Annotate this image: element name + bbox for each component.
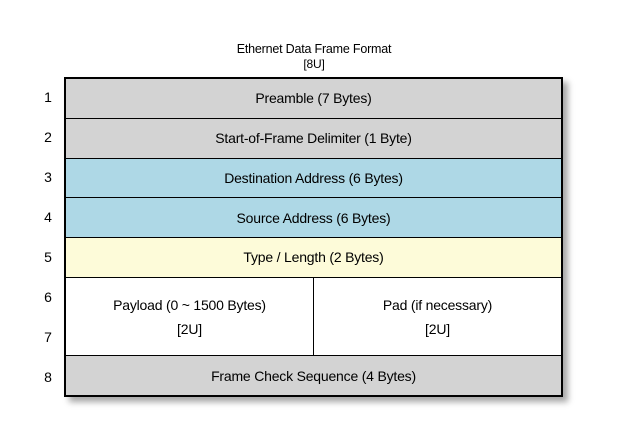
title-line-2: [8U] <box>303 57 325 71</box>
payload-label: Payload (0 ~ 1500 Bytes) <box>113 296 266 313</box>
row-number-3: 3 <box>44 169 52 185</box>
row-label-fcs: Frame Check Sequence (4 Bytes) <box>211 367 416 384</box>
row-number-5: 5 <box>44 249 52 265</box>
table-row-preamble: Preamble (7 Bytes) <box>66 79 561 119</box>
pad-cell: Pad (if necessary) [2U] <box>314 278 561 356</box>
payload-cell: Payload (0 ~ 1500 Bytes) [2U] <box>66 277 314 356</box>
row-number-6: 6 <box>44 289 52 305</box>
row-number-2: 2 <box>44 129 52 145</box>
row-number-1: 1 <box>44 89 52 105</box>
frame-table: Preamble (7 Bytes) Start-of-Frame Delimi… <box>64 77 563 397</box>
table-row-payload-pad: Payload (0 ~ 1500 Bytes) [2U] Pad (if ne… <box>66 277 561 357</box>
pad-units: [2U] <box>425 320 450 337</box>
row-label-destination-address: Destination Address (6 Bytes) <box>224 169 403 186</box>
row-number-8: 8 <box>44 369 52 385</box>
table-row-type-length: Type / Length (2 Bytes) <box>66 238 561 278</box>
table-row-sfd: Start-of-Frame Delimiter (1 Byte) <box>66 118 561 159</box>
row-label-sfd: Start-of-Frame Delimiter (1 Byte) <box>215 130 412 147</box>
row-label-source-address: Source Address (6 Bytes) <box>236 209 391 226</box>
row-number-7: 7 <box>44 329 52 345</box>
pad-label: Pad (if necessary) <box>382 296 493 313</box>
row-label-preamble: Preamble (7 Bytes) <box>255 90 372 107</box>
row-label-type-length: Type / Length (2 Bytes) <box>243 249 384 266</box>
diagram-title: Ethernet Data Frame Format [8U] <box>64 42 564 72</box>
title-line-1: Ethernet Data Frame Format <box>236 42 392 56</box>
table-row-source-address: Source Address (6 Bytes) <box>66 198 561 238</box>
row-number-column: 1 2 3 4 5 6 7 8 <box>35 77 61 397</box>
table-row-fcs: Frame Check Sequence (4 Bytes) <box>66 356 561 395</box>
row-number-4: 4 <box>44 209 52 225</box>
payload-units: [2U] <box>177 320 202 337</box>
table-row-destination-address: Destination Address (6 Bytes) <box>66 158 561 199</box>
